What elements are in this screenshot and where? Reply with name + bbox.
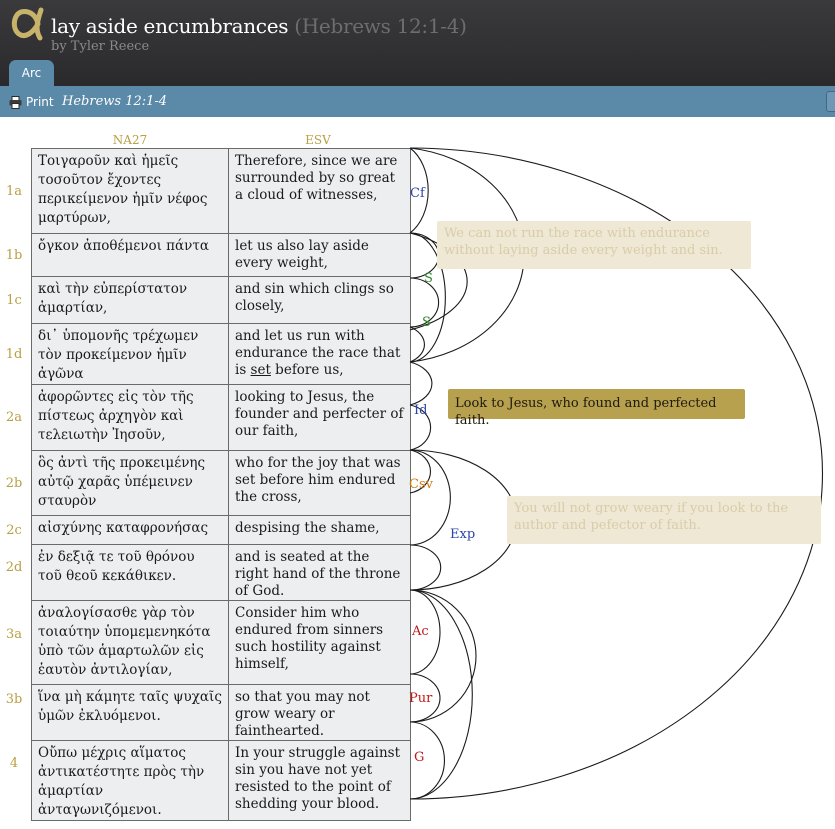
table-row[interactable]: ὄγκον ἀποθέμενοι πάντα let us also lay a…: [31, 233, 411, 277]
note-box[interactable]: We can not run the race with endurance w…: [437, 221, 751, 269]
arc-1b-1d[interactable]: [409, 232, 446, 363]
english-cell: who for the joy that was set before him …: [228, 450, 411, 516]
relation-label-g[interactable]: G: [414, 750, 425, 765]
arc-title: lay aside encumbrances (Hebrews 12:1-4): [51, 14, 467, 38]
arc-1a-1b[interactable]: [409, 147, 429, 234]
verse-number: 2a: [5, 410, 23, 425]
english-cell: so that you may not grow weary or fainth…: [228, 684, 411, 741]
english-column-header: ESV: [305, 133, 331, 147]
relation-label-pur[interactable]: Pur: [409, 691, 433, 706]
verse-number: 1a: [5, 184, 23, 199]
relation-label-exp[interactable]: Exp: [450, 527, 476, 542]
arc-3b[interactable]: [409, 673, 441, 723]
arc-3a[interactable]: [409, 589, 441, 675]
english-cell: despising the shame,: [228, 515, 411, 545]
table-row[interactable]: ὃς ἀντὶ τῆς προκειμένης αὐτῷ χαρᾶς ὑπέμε…: [31, 450, 411, 516]
relation-label-ac[interactable]: Ac: [412, 624, 429, 639]
table-row[interactable]: Οὔπω μέχρις αἵματος ἀντικατέστητε πρὸς τ…: [31, 740, 411, 821]
arc-2b-2c[interactable]: [409, 449, 451, 546]
verse-number: 3b: [5, 692, 23, 707]
relation-label-s[interactable]: S: [424, 271, 433, 286]
relation-label-cf[interactable]: Cf: [410, 186, 425, 201]
arc-3a-3b[interactable]: [409, 589, 477, 723]
english-text: and let us run with endurance the race t…: [235, 328, 401, 378]
arc-2a-2b[interactable]: [409, 404, 432, 451]
greek-cell: ὃς ἀντὶ τῆς προκειμένης αὐτῷ χαρᾶς ὑπέμε…: [31, 450, 229, 516]
greek-column-header: NA27: [112, 133, 148, 147]
arc-title-text: lay aside encumbrances: [51, 14, 289, 38]
greek-cell: ἀφορῶντες εἰς τὸν τῆς πίστεως ἀρχηγὸν κα…: [31, 384, 229, 451]
arc-2a[interactable]: [409, 361, 433, 406]
arc-author: by Tyler Reece: [51, 39, 150, 54]
greek-cell: ἀναλογίσασθε γὰρ τὸν τοιαύτην ὑπομεμενηκ…: [31, 600, 229, 685]
verse-number: 1c: [6, 293, 22, 308]
proposition-table: Τοιγαροῦν καὶ ἡμεῖς τοσοῦτον ἔχοντες περ…: [31, 148, 411, 821]
verse-number: 2b: [5, 476, 23, 491]
app-header: lay aside encumbrances (Hebrews 12:1-4) …: [0, 0, 835, 86]
greek-cell: ὄγκον ἀποθέμενοι πάντα: [31, 233, 229, 277]
arc-1c-1d[interactable]: [409, 277, 440, 328]
english-cell: Therefore, since we are surrounded by so…: [228, 148, 411, 234]
verse-number: 1b: [5, 248, 23, 263]
table-row[interactable]: ἐν δεξιᾷ τε τοῦ θρόνου τοῦ θεοῦ κεκάθικε…: [31, 544, 411, 601]
arc-2c-2d[interactable]: [409, 544, 442, 591]
arc-2b-2d[interactable]: [409, 449, 518, 591]
arc-main[interactable]: [409, 147, 824, 800]
arc-2b[interactable]: [409, 449, 431, 494]
arc-4[interactable]: [409, 721, 445, 800]
note-box[interactable]: You will not grow weary if you look to t…: [507, 496, 821, 544]
print-button[interactable]: Print: [9, 94, 54, 110]
english-cell: looking to Jesus, the founder and perfec…: [228, 384, 411, 451]
table-row[interactable]: δι᾽ ὑπομονῆς τρέχωμεν τὸν προκείμενον ἡμ…: [31, 323, 411, 385]
english-text: before us,: [270, 362, 344, 378]
print-label: Print: [26, 95, 54, 109]
table-row[interactable]: ἵνα μὴ κάμητε ταῖς ψυχαῖς ὑμῶν ἐκλυόμενο…: [31, 684, 411, 741]
table-row[interactable]: Τοιγαροῦν καὶ ἡμεῖς τοσοῦτον ἔχοντες περ…: [31, 148, 411, 234]
english-cell: Consider him who endured from sinners su…: [228, 600, 411, 685]
underlined-word: set: [250, 362, 271, 378]
greek-cell: Τοιγαροῦν καὶ ἡμεῖς τοσοῦτον ἔχοντες περ…: [31, 148, 229, 234]
greek-cell: Οὔπω μέχρις αἵματος ἀντικατέστητε πρὸς τ…: [31, 740, 229, 821]
english-cell: let us also lay aside every weight,: [228, 233, 411, 277]
english-cell: In your struggle against sin you have no…: [228, 740, 411, 821]
printer-icon: [9, 95, 22, 109]
toolbar-edge-button[interactable]: [826, 91, 835, 112]
table-row[interactable]: ἀναλογίσασθε γὰρ τὸν τοιαύτην ὑπομεμενηκ…: [31, 600, 411, 685]
table-row[interactable]: ἀφορῶντες εἰς τὸν τῆς πίστεως ἀρχηγὸν κα…: [31, 384, 411, 451]
tab-arc[interactable]: Arc: [9, 60, 54, 86]
relation-label-id[interactable]: Id: [414, 403, 428, 418]
english-cell: and sin which clings so closely,: [228, 276, 411, 324]
relation-label-csv[interactable]: Csv: [409, 477, 433, 492]
greek-cell: δι᾽ ὑπομονῆς τρέχωμεν τὸν προκείμενον ἡμ…: [31, 323, 229, 385]
verse-number: 2c: [6, 523, 22, 538]
arc-1d[interactable]: [409, 326, 425, 363]
greek-cell: ἵνα μὴ κάμητε ταῖς ψυχαῖς ὑμῶν ἐκλυόμενο…: [31, 684, 229, 741]
arc-1b-1c-outer[interactable]: [409, 232, 468, 331]
alpha-logo-icon: [11, 7, 44, 41]
relation-label-s[interactable]: S: [422, 315, 431, 330]
verse-number: 4: [9, 756, 19, 771]
greek-cell: καὶ τὴν εὐπερίστατον ἁμαρτίαν,: [31, 276, 229, 324]
english-cell: and let us run with endurance the race t…: [228, 323, 411, 385]
arc-3-4[interactable]: [409, 589, 473, 800]
note-box-highlighted[interactable]: Look to Jesus, who found and perfected f…: [448, 389, 745, 428]
table-row[interactable]: καὶ τὴν εὐπερίστατον ἁμαρτίαν, and sin w…: [31, 276, 411, 324]
passage-reference: Hebrews 12:1-4: [62, 94, 168, 109]
greek-cell: ἐν δεξιᾷ τε τοῦ θρόνου τοῦ θεοῦ κεκάθικε…: [31, 544, 229, 601]
toolbar: Print Hebrews 12:1-4: [0, 86, 835, 117]
english-cell: and is seated at the right hand of the t…: [228, 544, 411, 601]
verse-number: 2d: [5, 560, 23, 575]
verse-number: 3a: [5, 627, 23, 642]
arc-title-reference: (Hebrews 12:1-4): [294, 14, 467, 38]
verse-number: 1d: [5, 347, 23, 362]
